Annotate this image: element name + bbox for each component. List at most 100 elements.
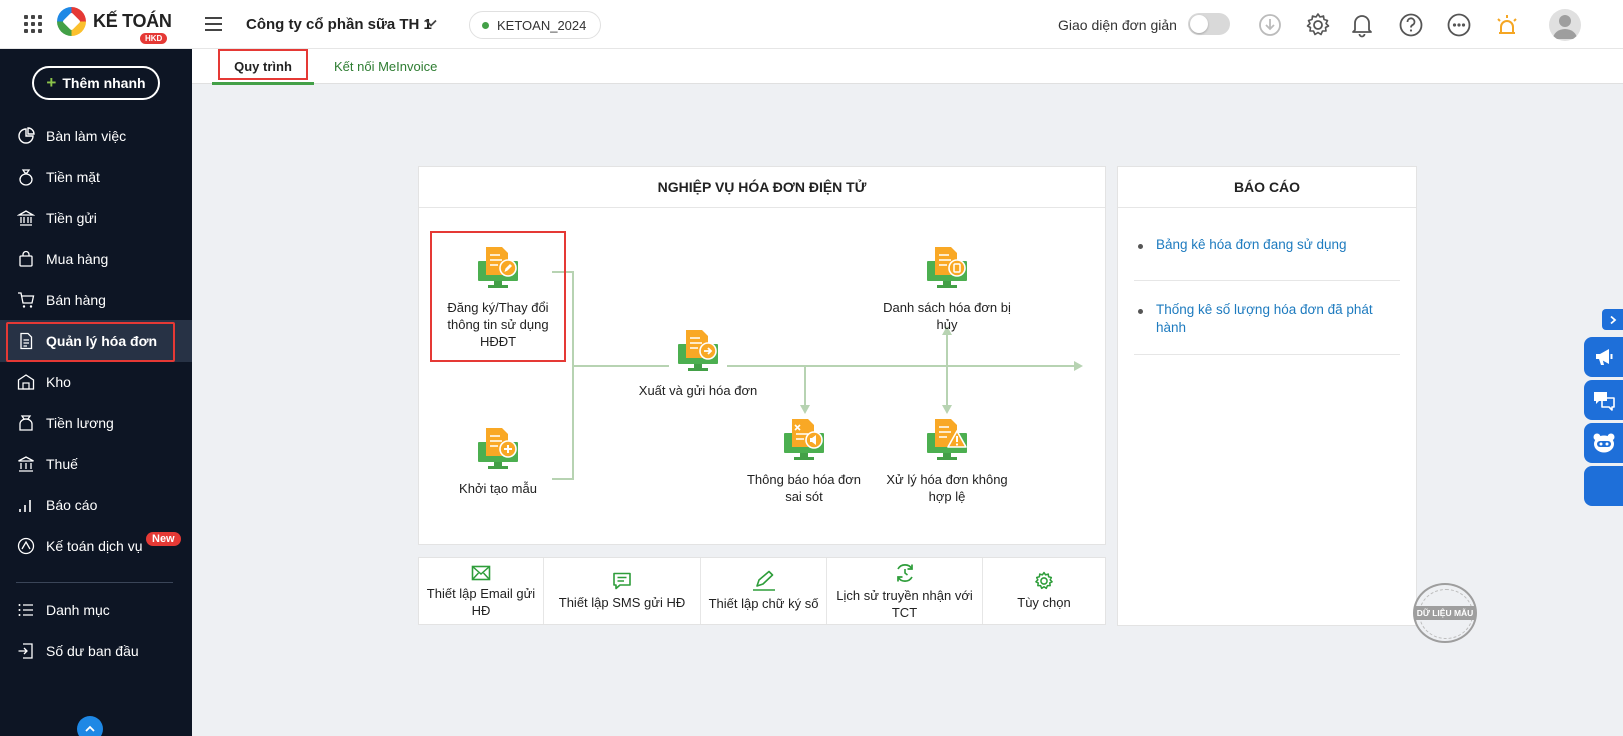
bullet	[1138, 309, 1143, 314]
tct-history-button[interactable]: Lịch sử truyền nhận với TCT	[827, 558, 983, 624]
sidebar-item-label: Mua hàng	[46, 251, 109, 267]
signature-icon	[752, 570, 775, 591]
options-button[interactable]: Tùy chọn	[983, 558, 1105, 624]
node-cancelled-list-label: Danh sách hóa đơn bị hủy	[883, 300, 1011, 332]
divider	[1134, 280, 1400, 281]
sidebar-item-catalog[interactable]: Danh mục	[0, 589, 192, 631]
sidebar-item-deposit[interactable]: Tiền gửi	[0, 197, 192, 239]
menu-toggle-icon[interactable]	[205, 17, 222, 31]
node-invalid-handling[interactable]: Xử lý hóa đơn không hợp lệ	[882, 417, 1012, 505]
assistant-button[interactable]	[1584, 423, 1623, 463]
cancelled-list-icon	[927, 247, 967, 288]
email-icon	[471, 565, 491, 580]
sidebar-item-label: Báo cáo	[46, 497, 98, 513]
report-link-issued-count[interactable]: Thống kê số lượng hóa đơn đã phát hành	[1156, 302, 1373, 335]
process-panel: NGHIỆP VỤ HÓA ĐƠN ĐIỆN TỬ	[418, 166, 1106, 545]
service-icon	[16, 536, 36, 556]
simple-ui-toggle[interactable]	[1188, 13, 1230, 35]
sidebar-divider	[16, 582, 173, 583]
sidebar-item-report[interactable]: Báo cáo	[0, 484, 192, 526]
more-icon[interactable]	[1446, 12, 1472, 38]
sidebar-item-opening-balance[interactable]: Số dư ban đầu	[0, 630, 192, 672]
company-selector[interactable]: Công ty cổ phần sữa TH 1	[246, 16, 432, 33]
node-create-template[interactable]: Khởi tạo mẫu	[433, 426, 563, 497]
register-invoice-icon	[478, 247, 518, 288]
sms-icon	[613, 572, 631, 590]
sidebar-item-label: Tiền mặt	[46, 169, 100, 185]
flow-connectors	[552, 271, 1083, 480]
robot-icon	[1593, 433, 1614, 453]
sidebar-item-warehouse[interactable]: Kho	[0, 361, 192, 403]
dock-extra-button[interactable]	[1584, 466, 1623, 506]
issue-invoice-icon	[678, 330, 718, 371]
list-icon	[16, 600, 36, 620]
gear-icon[interactable]	[1305, 12, 1331, 38]
simple-ui-label: Giao diện đơn giản	[1058, 17, 1177, 33]
quick-add-label: Thêm nhanh	[62, 75, 146, 91]
help-icon[interactable]	[1398, 12, 1424, 38]
opening-balance-icon	[16, 641, 36, 661]
sidebar-item-cash[interactable]: Tiền mặt	[0, 156, 192, 198]
node-issue-send[interactable]: Xuất và gửi hóa đơn	[633, 328, 763, 399]
node-error-notice-label: Thông báo hóa đơn sai sót	[746, 472, 862, 504]
idea-icon[interactable]	[1494, 12, 1520, 38]
sms-settings-button[interactable]: Thiết lập SMS gửi HĐ	[544, 558, 701, 624]
tab-process[interactable]: Quy trình	[212, 49, 314, 85]
sidebar-item-dashboard[interactable]: Bàn làm việc	[0, 115, 192, 157]
app-grid-icon[interactable]	[24, 15, 42, 33]
email-settings-button[interactable]: Thiết lập Email gửi HĐ	[419, 558, 544, 624]
sidebar-item-label: Kế toán dịch vụ	[46, 538, 143, 554]
money-bag-icon	[16, 167, 36, 187]
node-error-notice[interactable]: Thông báo hóa đơn sai sót	[739, 417, 869, 505]
database-selector[interactable]: KETOAN_2024	[469, 11, 602, 39]
chat-button[interactable]	[1584, 380, 1623, 420]
logo[interactable]: KẾ TOÁN HKD	[57, 7, 177, 44]
warning-invoice-icon	[927, 419, 967, 460]
tax-icon	[16, 454, 36, 474]
process-panel-title: NGHIỆP VỤ HÓA ĐƠN ĐIỆN TỬ	[419, 167, 1105, 208]
logo-mark-icon	[57, 7, 86, 36]
sidebar-item-invoice-management[interactable]: Quản lý hóa đơn	[0, 320, 192, 362]
email-settings-label: Thiết lập Email gửi HĐ	[426, 585, 536, 618]
report-link-invoice-list[interactable]: Bảng kê hóa đơn đang sử dụng	[1156, 237, 1347, 252]
sidebar-item-purchase[interactable]: Mua hàng	[0, 238, 192, 280]
sidebar: + Thêm nhanh Bàn làm việc Tiền mặt Tiền …	[0, 49, 192, 736]
sidebar-item-label: Danh mục	[46, 602, 110, 618]
download-icon[interactable]	[1257, 12, 1283, 38]
sync-history-icon	[896, 563, 913, 582]
megaphone-icon	[1595, 349, 1612, 365]
sidebar-item-label: Tiền lương	[46, 415, 114, 431]
bullet	[1138, 244, 1143, 249]
tab-bar: Quy trình Kết nối MeInvoice	[192, 49, 1623, 85]
tab-label: Kết nối MeInvoice	[334, 59, 438, 74]
logo-text: KẾ TOÁN	[93, 11, 172, 31]
scroll-up-button[interactable]	[77, 716, 103, 736]
sidebar-item-service-accounting[interactable]: Kế toán dịch vụ New	[0, 525, 192, 567]
stamp-text: DỮ LIỆU MẪU	[1413, 606, 1477, 620]
bell-icon[interactable]	[1349, 12, 1375, 38]
node-register[interactable]: Đăng ký/Thay đổi thông tin sử dụng HĐĐT	[433, 245, 563, 350]
logo-badge: HKD	[140, 33, 168, 44]
sidebar-item-payroll[interactable]: Tiền lương	[0, 402, 192, 444]
invoice-icon	[16, 331, 36, 351]
avatar[interactable]	[1549, 9, 1581, 41]
sidebar-item-label: Bán hàng	[46, 292, 106, 308]
sidebar-item-tax[interactable]: Thuế	[0, 443, 192, 485]
quick-add-button[interactable]: + Thêm nhanh	[32, 66, 160, 100]
options-label: Tùy chọn	[1017, 595, 1071, 610]
status-dot	[482, 21, 489, 29]
signature-settings-button[interactable]: Thiết lập chữ ký số	[701, 558, 827, 624]
cart-icon	[16, 290, 36, 310]
new-badge: New	[146, 532, 181, 546]
chevron-down-icon[interactable]	[424, 16, 438, 30]
dashboard-icon	[16, 126, 36, 146]
tab-meinvoice[interactable]: Kết nối MeInvoice	[334, 49, 437, 84]
node-cancelled-list[interactable]: Danh sách hóa đơn bị hủy	[882, 245, 1012, 333]
shopping-bag-icon	[16, 249, 36, 269]
dock-toggle-button[interactable]	[1602, 309, 1623, 330]
announcement-button[interactable]	[1584, 337, 1623, 377]
signature-settings-label: Thiết lập chữ ký số	[708, 596, 819, 611]
node-register-label: Đăng ký/Thay đổi thông tin sử dụng HĐĐT	[447, 300, 549, 349]
top-bar: KẾ TOÁN HKD Công ty cổ phần sữa TH 1 KET…	[0, 0, 1623, 49]
sidebar-item-sales[interactable]: Bán hàng	[0, 279, 192, 321]
